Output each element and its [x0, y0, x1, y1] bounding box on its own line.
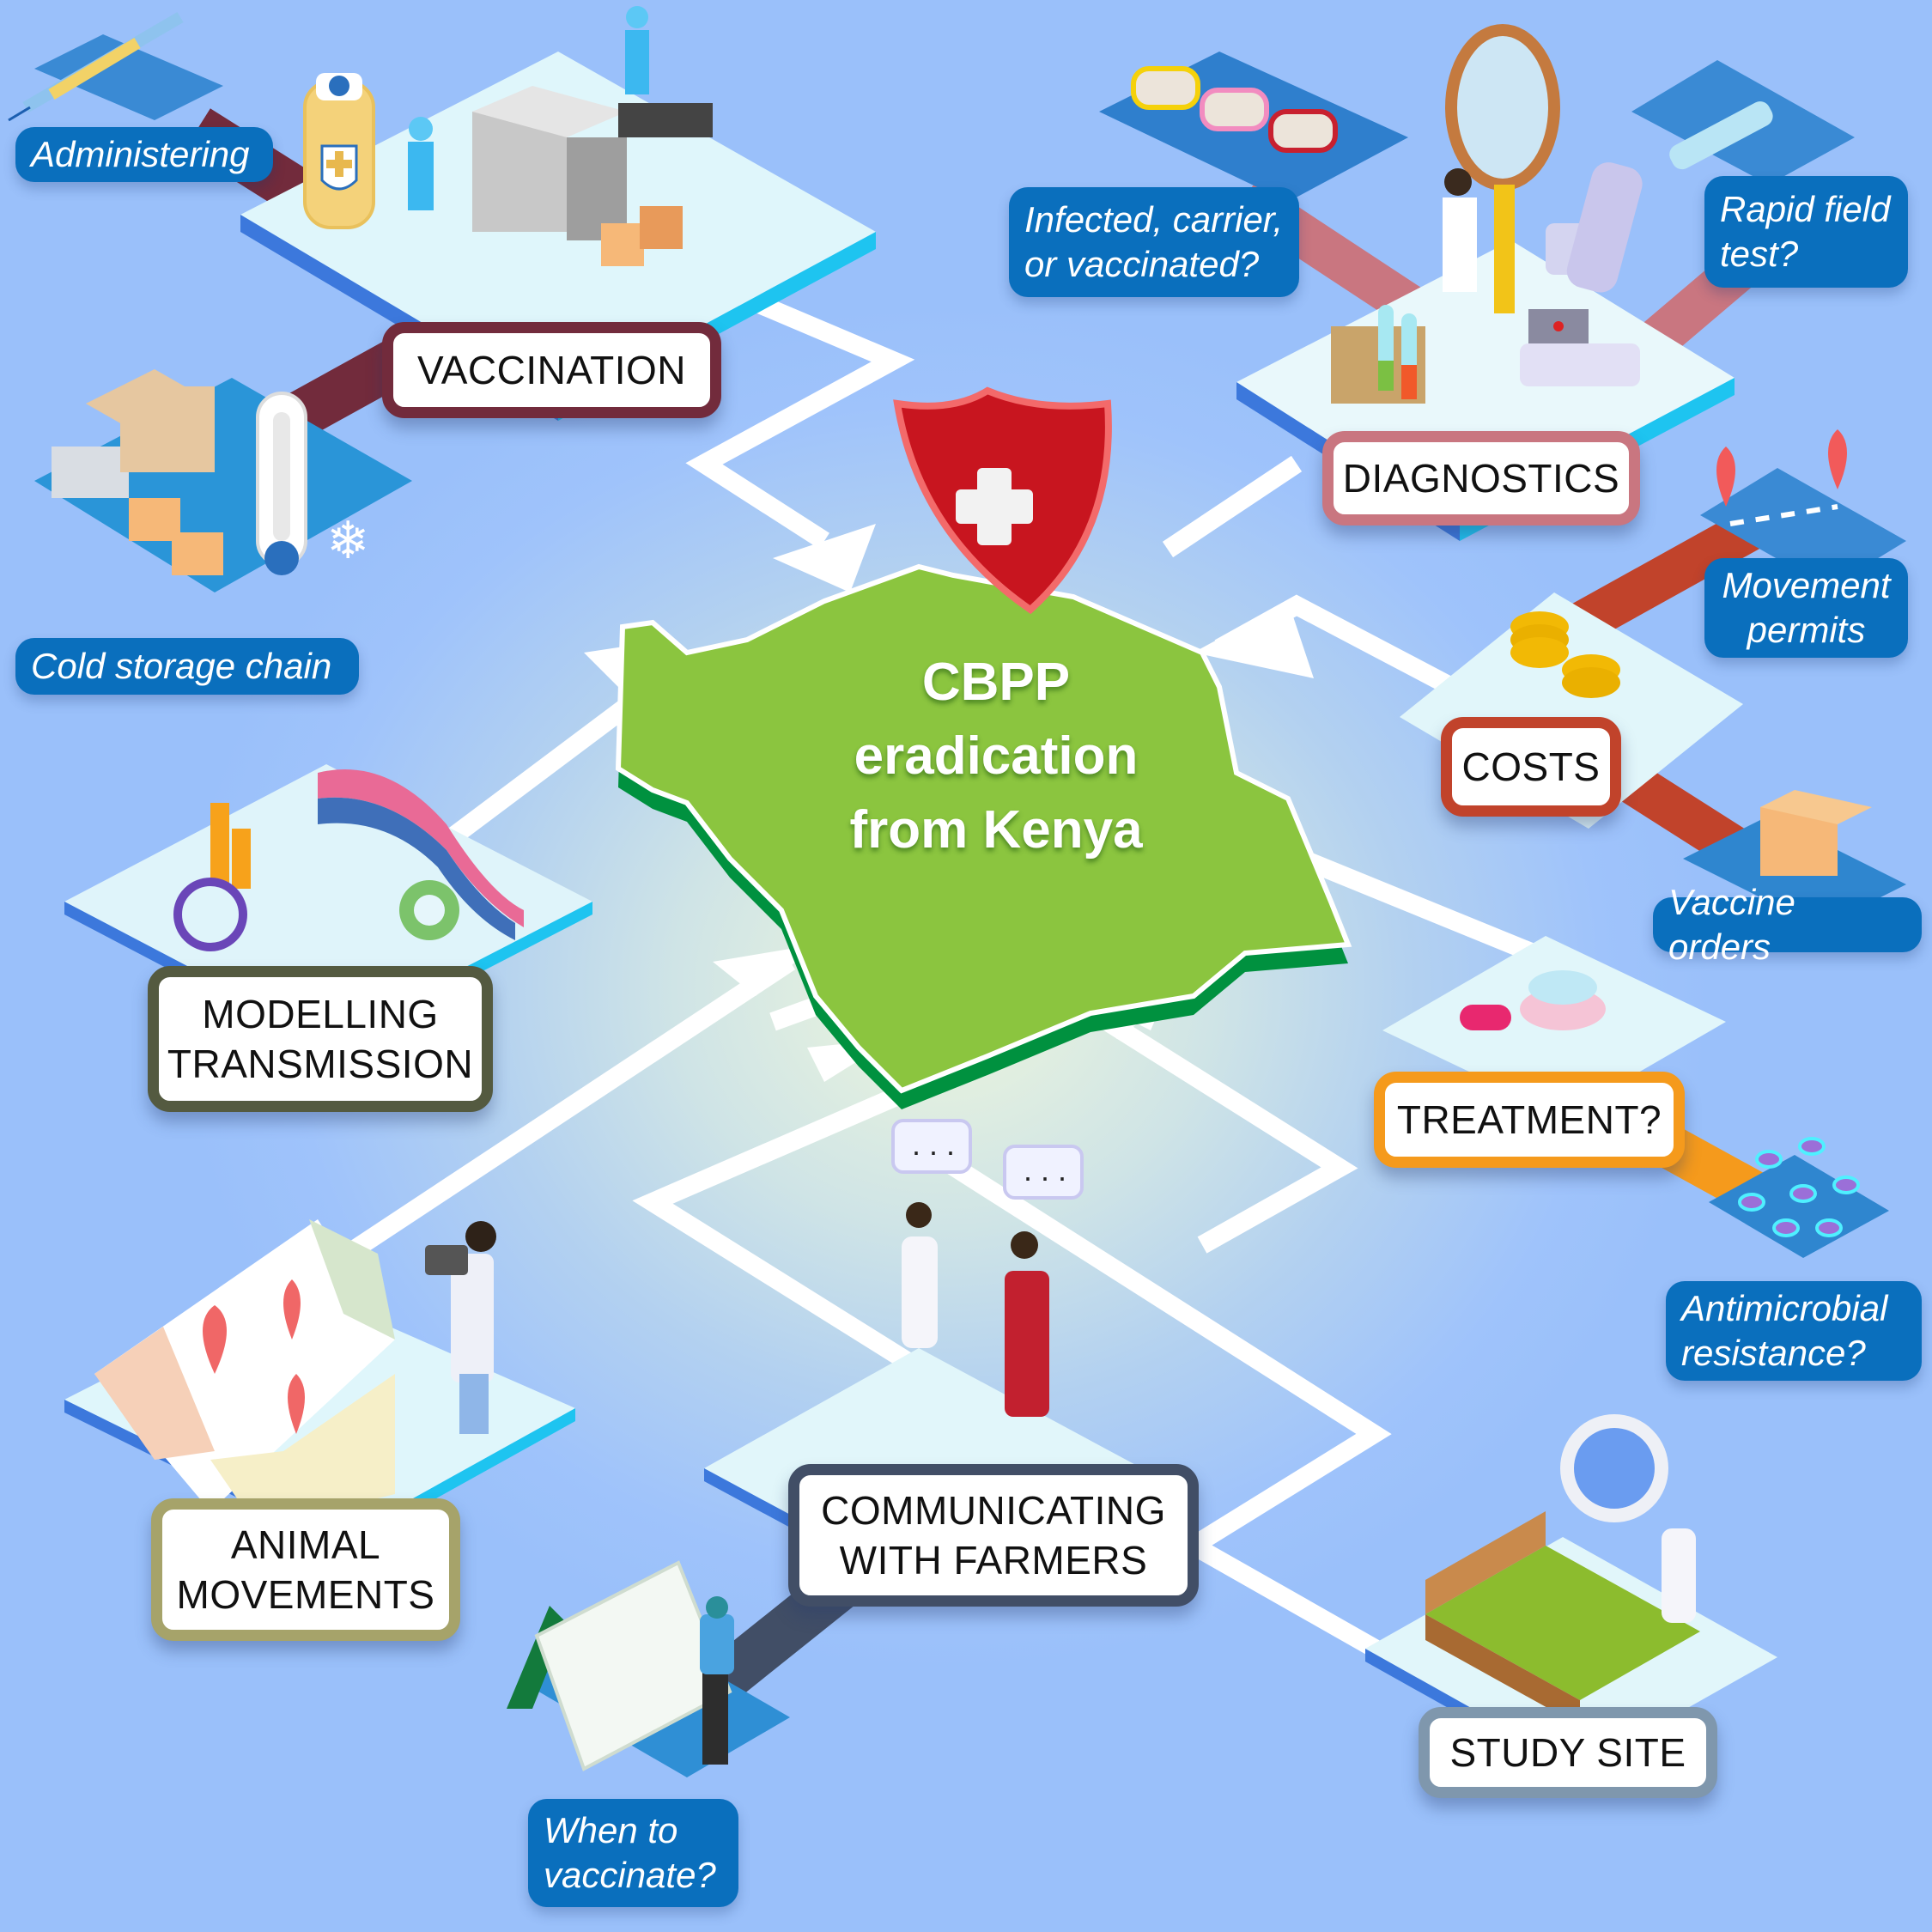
syringe-icon [8, 11, 223, 122]
calendar-icon [507, 1560, 790, 1777]
svg-text:. . .: . . . [912, 1127, 955, 1162]
snowflake-icon: ❄ [326, 512, 369, 569]
movement-permits-text-1: Movement [1722, 565, 1891, 605]
modelling-text-1: MODELLING [202, 992, 439, 1036]
diagnostics-label: DIAGNOSTICS [1322, 431, 1640, 526]
rapid-test-kit-icon [1631, 60, 1855, 185]
title-line-3: from Kenya [849, 800, 1143, 860]
costs-label: COSTS [1441, 717, 1621, 817]
coins-icon [1510, 611, 1620, 698]
administering-text: Administering [31, 134, 250, 174]
pills-icon [1460, 970, 1606, 1030]
modelling-text-2: TRANSMISSION [167, 1042, 474, 1086]
animal-movements-label: ANIMAL MOVEMENTS [151, 1498, 460, 1641]
central-title: CBPP eradication from Kenya [824, 646, 1168, 867]
when-vaccinate-text-2: vaccinate? [544, 1855, 716, 1895]
rapid-test-text-2: test? [1720, 234, 1799, 274]
test-tubes-icon [1331, 305, 1425, 404]
treatment-text: TREATMENT? [1396, 1097, 1662, 1142]
cattle-icon [1099, 52, 1408, 202]
microscope-icon [1520, 162, 1643, 386]
communicating-text-1: COMMUNICATING [821, 1488, 1166, 1533]
study-site-label: STUDY SITE [1419, 1707, 1717, 1798]
bacteria-icon [1709, 1137, 1889, 1258]
costs-platform [1400, 592, 1743, 829]
infected-carrier-pill: Infected, carrier, or vaccinated? [1009, 187, 1299, 297]
vaccination-text: VACCINATION [416, 348, 687, 392]
diagnostics-text: DIAGNOSTICS [1342, 456, 1620, 501]
treatment-label: TREATMENT? [1374, 1072, 1685, 1168]
amr-text-1: Antimicrobial [1681, 1288, 1888, 1328]
svg-text:. . .: . . . [1024, 1152, 1066, 1188]
amr-text-2: resistance? [1681, 1333, 1866, 1373]
animal-movements-text-1: ANIMAL [230, 1522, 381, 1567]
modelling-label: MODELLING TRANSMISSION [148, 966, 493, 1112]
cold-storage-pill: Cold storage chain [15, 638, 359, 695]
title-line-2: eradication [854, 726, 1139, 786]
movement-permits-text-2: permits [1747, 610, 1866, 650]
kenya-map-icon [615, 563, 1352, 1109]
communicating-label: COMMUNICATING WITH FARMERS [788, 1464, 1199, 1607]
title-line-1: CBPP [921, 653, 1071, 712]
communicating-text-2: WITH FARMERS [839, 1538, 1148, 1583]
thermometer-icon [256, 392, 307, 575]
vaccine-orders-pill: Vaccine orders [1653, 882, 1922, 967]
costs-text: COSTS [1461, 744, 1601, 789]
amr-pill: Antimicrobial resistance? [1666, 1281, 1922, 1381]
administering-pill: Administering [15, 127, 273, 182]
study-site-text: STUDY SITE [1449, 1730, 1686, 1775]
infected-text-1: Infected, carrier, [1024, 199, 1284, 240]
vaccine-orders-text: Vaccine orders [1668, 882, 1795, 967]
when-vaccinate-text-1: When to [544, 1810, 678, 1850]
rapid-test-pill: Rapid field test? [1704, 176, 1908, 288]
refrigerated-truck-icon [34, 369, 412, 592]
rapid-test-text-1: Rapid field [1720, 189, 1891, 229]
health-shield-icon [893, 386, 1112, 615]
animal-movements-text-2: MOVEMENTS [176, 1572, 435, 1617]
cold-storage-text: Cold storage chain [31, 646, 332, 686]
when-to-vaccinate-pill: When to vaccinate? [528, 1799, 738, 1907]
magnifying-glass-icon [1443, 24, 1560, 313]
infected-text-2: or vaccinated? [1024, 244, 1260, 284]
vaccination-label: VACCINATION [382, 322, 721, 418]
movement-permits-pill: Movement permits [1704, 558, 1908, 658]
